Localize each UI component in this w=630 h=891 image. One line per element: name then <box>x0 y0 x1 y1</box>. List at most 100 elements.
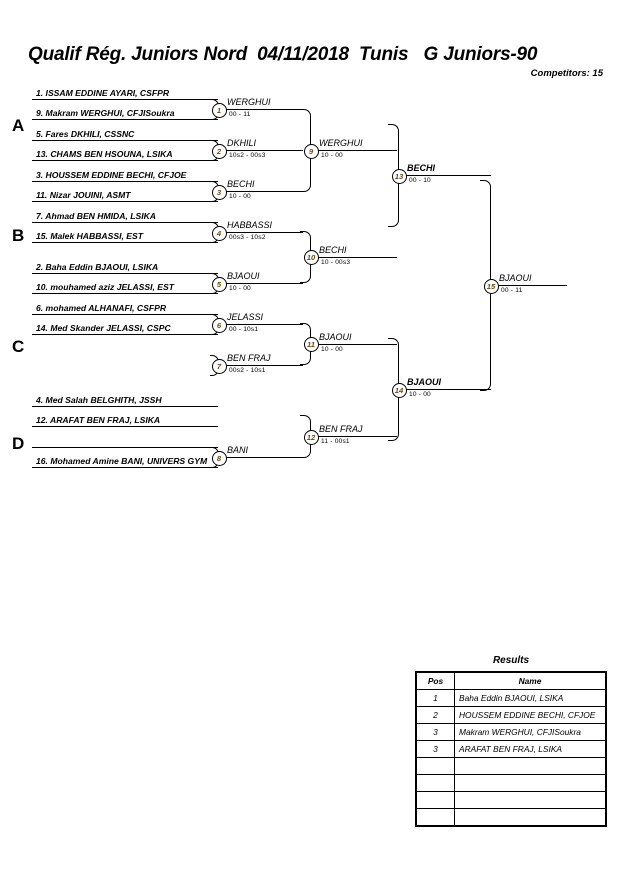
results-pos <box>415 774 455 792</box>
entry-rule <box>32 314 218 315</box>
bracket-elbow <box>300 256 311 283</box>
bout-score-12: 11 - 00s1 <box>321 438 350 445</box>
bracket-elbow <box>388 175 399 227</box>
bout-rule <box>317 256 397 258</box>
results-pos: 1 <box>415 689 455 707</box>
bout-rule <box>225 109 303 110</box>
entry-label: 6. mohamed ALHANAFI, CSFPR <box>36 303 167 313</box>
results-row <box>415 774 607 792</box>
bout-node-14[interactable]: 14 <box>391 382 407 398</box>
bracket-elbow <box>480 285 491 391</box>
results-pos: 3 <box>415 740 455 758</box>
bout-score-11: 10 - 00 <box>321 345 343 353</box>
bout-node-9[interactable]: 9 <box>303 143 319 159</box>
bout-score-15: 00 - 11 <box>501 287 523 294</box>
bout-node-4[interactable]: 4 <box>211 225 227 241</box>
bout-winner-15: BJAOUI <box>499 273 532 283</box>
entry-rule <box>32 119 218 120</box>
bout-node-8[interactable]: 8 <box>211 450 227 466</box>
bout-score-14: 10 - 00 <box>409 391 431 398</box>
entry-rule <box>32 201 218 202</box>
entry-label: 4. Med Salah BELGHITH, JSSH <box>36 395 162 405</box>
results-name <box>454 791 607 809</box>
bout-score-2: 10s2 - 00s3 <box>229 152 266 159</box>
bout-node-13[interactable]: 13 <box>391 168 407 184</box>
bout-node-15[interactable]: 15 <box>483 278 499 294</box>
results-header-row: Pos Name <box>415 671 607 690</box>
bout-node-5[interactable]: 5 <box>211 276 227 292</box>
results-name: ARAFAT BEN FRAJ, LSIKA <box>454 740 607 758</box>
group-letter-b: B <box>12 226 25 245</box>
entry-rule <box>32 99 218 100</box>
results-col-name: Name <box>454 671 607 690</box>
bout-rule <box>405 389 491 390</box>
bout-winner-4: HABBASSI <box>227 220 273 230</box>
bracket-elbow <box>300 150 311 192</box>
bracket-elbow <box>480 180 491 286</box>
bout-rule <box>497 285 567 286</box>
bout-rule <box>225 365 303 366</box>
bout-node-12[interactable]: 12 <box>303 429 319 445</box>
bout-node-2[interactable]: 2 <box>211 143 227 159</box>
results-row <box>415 808 607 827</box>
results-pos: 3 <box>415 723 455 741</box>
entry-rule <box>32 406 218 407</box>
bout-node-10[interactable]: 10 <box>303 250 319 265</box>
bout-score-1: 00 - 11 <box>229 111 251 118</box>
results-name <box>454 757 607 775</box>
bout-node-7[interactable]: 7 <box>211 358 227 374</box>
bout-winner-13: BECHI <box>407 163 436 173</box>
bout-winner-2: DKHILI <box>227 138 257 148</box>
entry-rule <box>32 334 218 335</box>
bout-node-11[interactable]: 11 <box>303 337 319 352</box>
entry-rule <box>32 242 218 243</box>
bout-rule <box>225 191 303 192</box>
entry-rule <box>32 447 218 448</box>
bout-score-4: 00s3 - 10s2 <box>229 234 266 241</box>
entry-label: 5. Fares DKHILI, CSSNC <box>36 129 135 139</box>
bout-node-3[interactable]: 3 <box>211 184 227 200</box>
group-letter-c: C <box>12 337 25 356</box>
bracket-elbow <box>388 389 399 441</box>
bout-winner-3: BECHI <box>227 179 255 189</box>
bout-score-10: 10 - 00s3 <box>321 258 351 266</box>
bracket-elbow <box>388 338 399 390</box>
results-name <box>454 774 607 792</box>
entry-label: 7. Ahmad BEN HMIDA, LSIKA <box>36 211 157 221</box>
results-pos <box>415 808 455 827</box>
bout-node-1[interactable]: 1 <box>211 102 227 118</box>
entry-rule <box>32 467 218 468</box>
results-name <box>454 808 607 827</box>
results-row <box>415 791 607 809</box>
results-row <box>415 757 607 775</box>
entry-rule <box>32 222 218 223</box>
entry-rule <box>32 181 218 182</box>
bout-winner-14: BJAOUI <box>407 377 442 387</box>
bracket-elbow <box>300 109 311 151</box>
bout-node-6[interactable]: 6 <box>211 317 227 333</box>
bout-rule <box>225 283 303 284</box>
bout-winner-8: BANI <box>227 445 249 455</box>
bout-score-7: 00s2 - 10s1 <box>229 367 266 374</box>
entry-label: 15. Malek HABBASSI, EST <box>36 231 143 241</box>
entry-label: 13. CHAMS BEN HSOUNA, LSIKA <box>36 149 173 159</box>
entry-label: 1. ISSAM EDDINE AYARI, CSFPR <box>36 88 170 98</box>
results-col-pos: Pos <box>415 671 455 690</box>
competitors-count: Competitors: 15 <box>530 68 603 79</box>
results-pos <box>415 757 455 775</box>
bout-winner-6: JELASSI <box>227 312 264 322</box>
entry-label: 14. Med Skander JELASSI, CSPC <box>36 323 171 333</box>
bracket-elbow <box>300 231 311 258</box>
bracket-elbow <box>300 343 311 365</box>
entry-rule <box>32 273 218 274</box>
bout-rule <box>405 175 491 176</box>
results-pos <box>415 791 455 809</box>
entry-rule <box>32 426 218 427</box>
entry-label: 16. Mohamed Amine BANI, UNIVERS GYM <box>36 456 208 466</box>
bout-rule <box>225 232 303 233</box>
